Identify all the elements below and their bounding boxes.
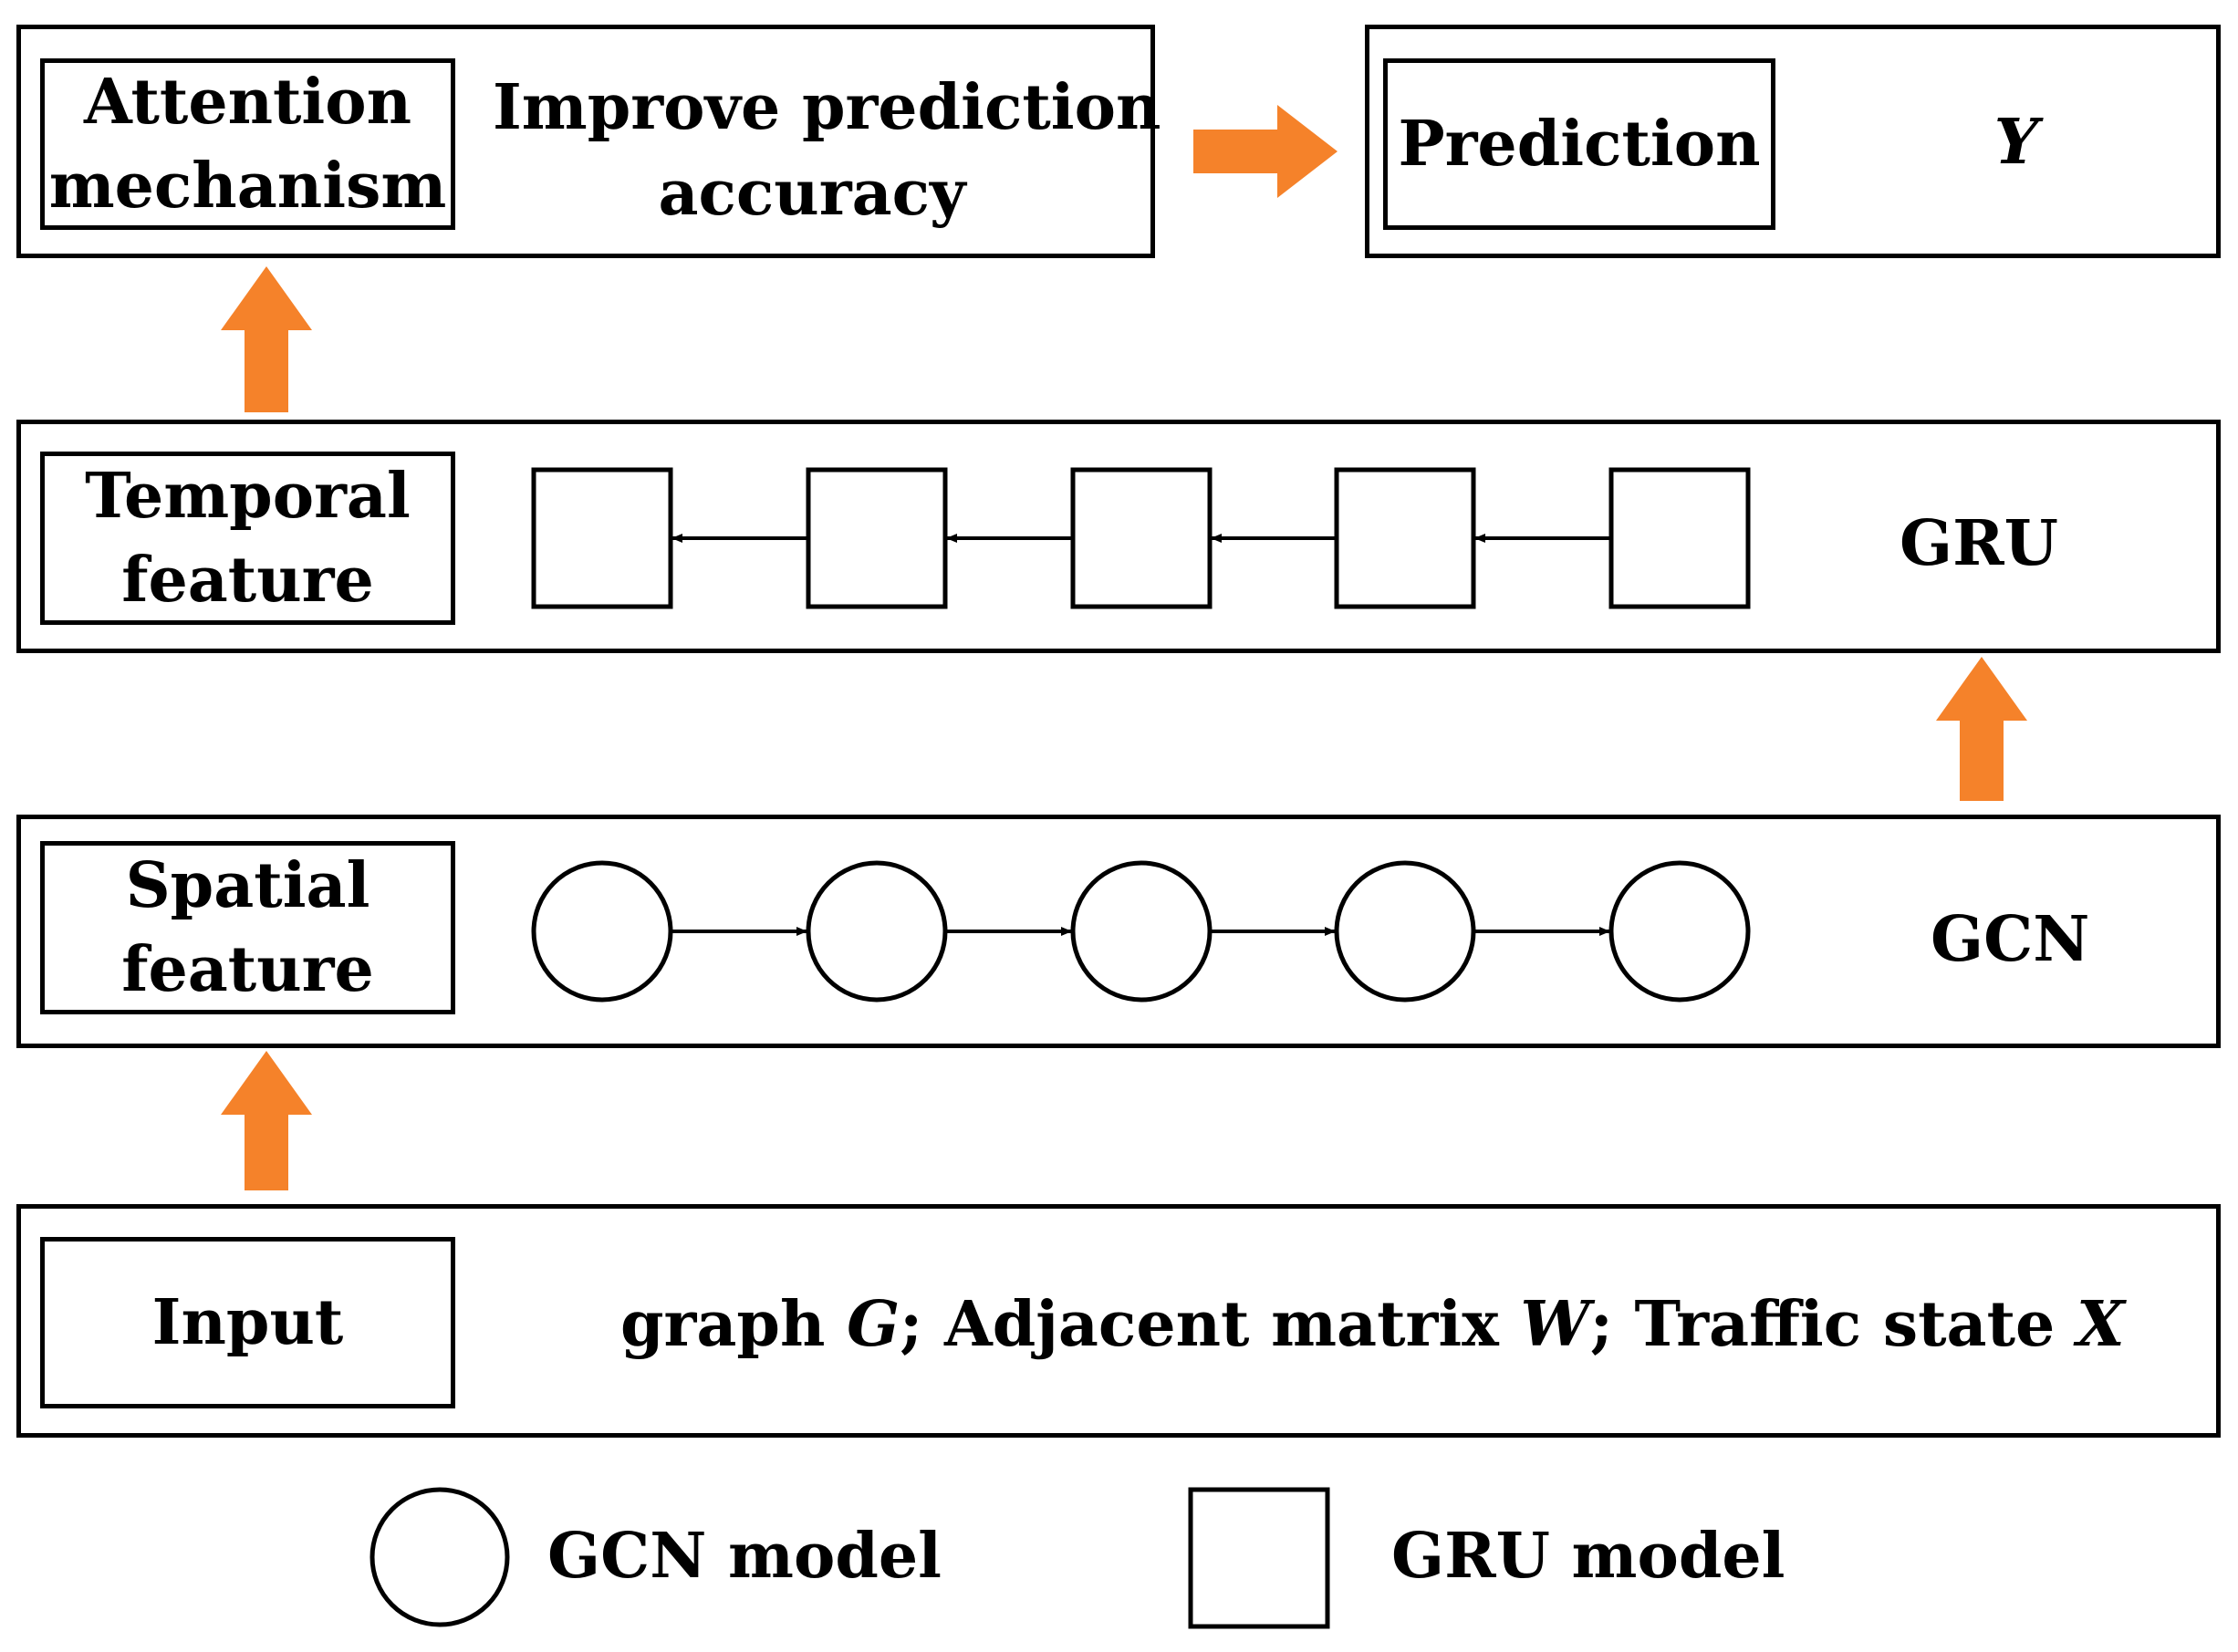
square-node-icon bbox=[1334, 467, 1476, 609]
circle-node-icon bbox=[1070, 860, 1213, 1003]
input-adjacent-text: ; Adjacent matrix bbox=[900, 1288, 1521, 1361]
input-traffic-symbol: X bbox=[2076, 1288, 2125, 1361]
legend-circle-icon bbox=[370, 1487, 510, 1627]
orange-arrow-icon bbox=[221, 1051, 312, 1190]
input-traffic-text: ; Traffic state bbox=[1589, 1288, 2077, 1361]
prediction-label: Prediction bbox=[1383, 58, 1775, 230]
legend-gru-label: GRU model bbox=[1391, 1520, 1785, 1593]
orange-arrow-icon bbox=[221, 266, 312, 412]
orange-arrow-icon bbox=[1936, 657, 2027, 801]
circle-node-icon bbox=[531, 860, 673, 1003]
prediction-symbol: Y bbox=[1943, 100, 2089, 184]
gcn-model-name: GCN bbox=[1931, 903, 2090, 976]
prediction-symbol-text: Y bbox=[1993, 106, 2039, 179]
input-adjacent-symbol: W bbox=[1520, 1288, 1590, 1361]
circle-node-icon bbox=[1608, 860, 1751, 1003]
square-node-icon bbox=[806, 467, 948, 609]
attention-label: Attention mechanism bbox=[40, 58, 455, 230]
attention-description-line2: accuracy bbox=[658, 157, 966, 230]
circle-node-icon bbox=[1334, 860, 1476, 1003]
attention-description-line1: Improve prediction bbox=[493, 71, 1161, 144]
square-node-icon bbox=[1070, 467, 1213, 609]
spatial-label: Spatial feature bbox=[40, 841, 455, 1014]
legend-square-icon bbox=[1188, 1487, 1330, 1629]
temporal-label: Temporal feature bbox=[40, 452, 455, 625]
orange-arrow-icon bbox=[1193, 105, 1338, 198]
square-node-icon bbox=[1608, 467, 1751, 609]
gru-model-name: GRU bbox=[1900, 507, 2058, 580]
input-panel bbox=[16, 1204, 2221, 1438]
circle-node-icon bbox=[806, 860, 948, 1003]
input-graph-text: graph bbox=[620, 1288, 848, 1361]
square-node-icon bbox=[531, 467, 673, 609]
input-description: graph G; Adjacent matrix W; Traffic stat… bbox=[620, 1283, 2125, 1366]
attention-panel bbox=[16, 25, 1155, 258]
legend-gcn-label: GCN model bbox=[547, 1520, 942, 1593]
prediction-panel bbox=[1365, 25, 2221, 258]
legend-shapes bbox=[370, 1487, 1330, 1629]
gru-chain bbox=[531, 467, 1751, 609]
input-graph-symbol: G bbox=[847, 1288, 900, 1361]
flow-arrows bbox=[221, 105, 2027, 1190]
input-label: Input bbox=[40, 1237, 455, 1408]
